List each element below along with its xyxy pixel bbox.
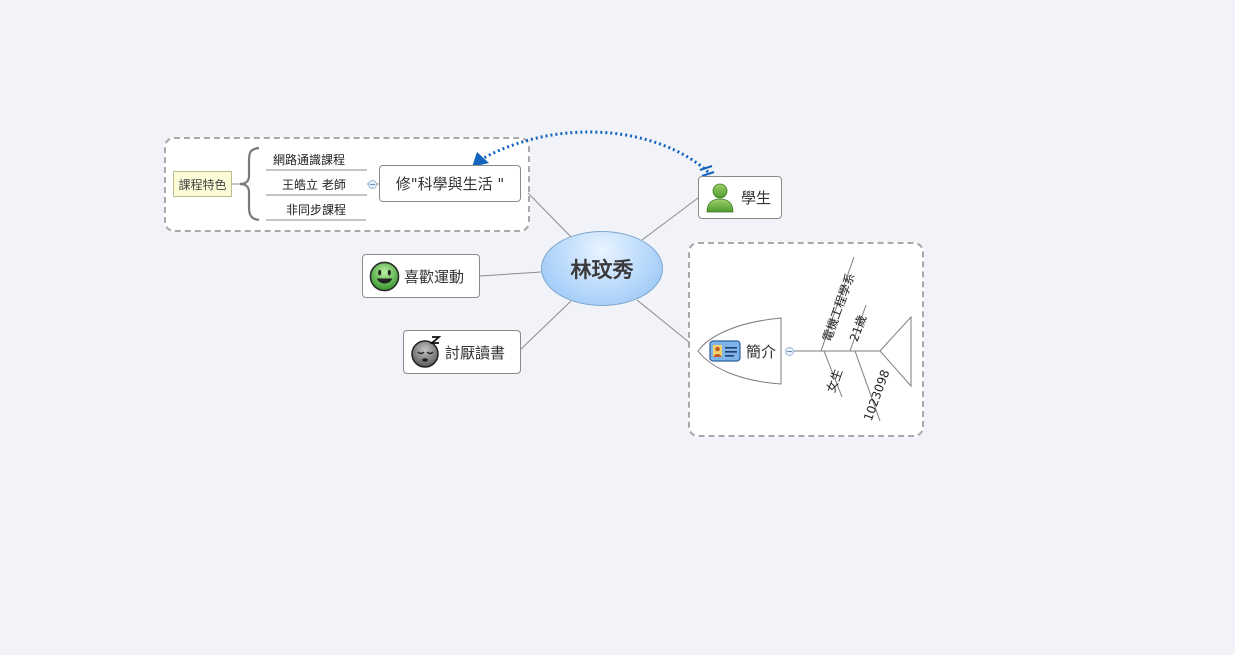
connector-course bbox=[527, 192, 573, 239]
likes-topic-label: 喜歡運動 bbox=[404, 267, 465, 286]
intro-collapse-toggle[interactable] bbox=[785, 347, 794, 356]
person-icon bbox=[706, 183, 734, 212]
course-item-1[interactable]: 網路通識課程 bbox=[273, 153, 346, 167]
course-topic[interactable]: 修"科學與生活 " bbox=[379, 165, 521, 202]
fishbone-bone-lower-1 bbox=[823, 350, 843, 398]
sleepy-face-icon bbox=[411, 336, 441, 368]
fishbone-bone-upper-1 bbox=[820, 256, 855, 352]
id-card-icon bbox=[709, 340, 741, 362]
course-collapse-toggle[interactable] bbox=[368, 180, 377, 189]
relationship-line bbox=[479, 130, 710, 174]
connector-dislikes bbox=[519, 300, 572, 351]
course-item-3[interactable]: 非同步課程 bbox=[286, 203, 347, 217]
fishbone-bone-lower-2 bbox=[854, 350, 881, 422]
likes-topic[interactable]: 喜歡運動 bbox=[362, 254, 480, 298]
fishbone-bone-upper-2 bbox=[849, 304, 867, 352]
fishbone-tail bbox=[879, 315, 912, 388]
central-topic-label: 林玟秀 bbox=[570, 257, 634, 282]
student-topic[interactable]: 學生 bbox=[698, 176, 782, 219]
course-item-2[interactable]: 王皓立 老師 bbox=[282, 178, 346, 192]
smiley-icon bbox=[369, 261, 400, 291]
student-topic-label: 學生 bbox=[741, 189, 772, 207]
central-topic[interactable]: 林玟秀 bbox=[541, 231, 663, 306]
connector-likes bbox=[479, 271, 542, 277]
connector-intro bbox=[636, 299, 691, 344]
course-category-label: 課程特色 bbox=[173, 171, 232, 197]
intro-topic-label: 簡介 bbox=[746, 342, 777, 361]
connector-student bbox=[641, 197, 699, 241]
course-category-text: 課程特色 bbox=[178, 177, 227, 192]
relationship-arrow-head bbox=[472, 152, 489, 167]
dislikes-topic[interactable]: 討厭讀書 bbox=[403, 330, 521, 374]
category-brace bbox=[239, 146, 260, 222]
dislikes-topic-label: 討厭讀書 bbox=[445, 343, 506, 362]
course-topic-label: 修"科學與生活 " bbox=[395, 175, 505, 193]
intro-topic[interactable]: 簡介 bbox=[709, 338, 781, 364]
